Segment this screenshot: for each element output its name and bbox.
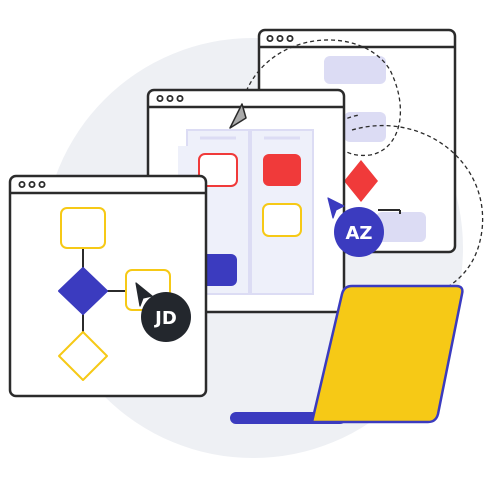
kanban-card-red-outline [198,153,238,187]
window-dots-icon [156,95,184,103]
flowchart-diamond-icon [58,331,108,381]
kanban-card-red [263,154,301,186]
avatar-jd: JD [141,292,191,342]
kanban-card-yellow-outline [262,203,302,237]
flow-node-lavender [344,112,386,142]
window-dots-icon [266,35,294,43]
dashed-connector [238,39,402,157]
cursor-arrow-icon [135,282,153,307]
avatar-initials: JD [153,308,177,329]
cursor-arrow-icon [327,197,345,219]
kanban-card-blue [199,254,237,286]
window-back-right [257,28,457,254]
flowchart-diamond-icon [58,267,108,315]
avatar-initials: AZ [346,223,373,244]
flow-node-yellow [60,207,106,249]
window-flowchart [8,174,208,398]
avatar-az: AZ [334,207,384,257]
cursor-arrow-icon [229,103,247,129]
flow-node-lavender [376,212,426,242]
dashed-connector [351,125,484,289]
flow-node-lavender [324,56,386,84]
laptop-icon [230,284,464,424]
flowchart-diamond-icon [344,160,378,202]
window-dots-icon [18,180,46,188]
